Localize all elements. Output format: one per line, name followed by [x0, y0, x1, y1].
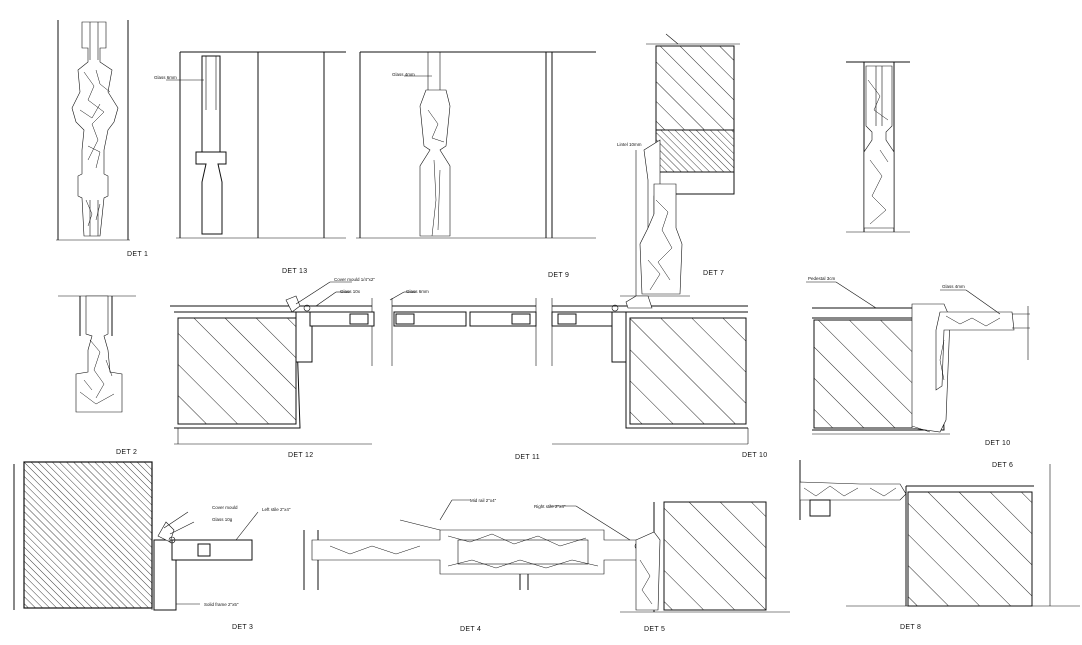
note-right-stile: Right stile 2"x4" — [534, 504, 566, 509]
det-6-label: DET 6 — [992, 462, 1013, 469]
det-10-section: Pedestal 3cm Glass 4mm DET 10 — [806, 276, 1030, 447]
det-8-label: DET 8 — [900, 624, 921, 631]
note-glass-4mm: Glass 4mm — [392, 72, 415, 77]
det-7-section: Lintel 10mm DET 7 — [617, 33, 740, 297]
det-3-section: Cover mould Glass 10g Left stile 2"x4" S… — [13, 461, 291, 631]
det-9-label: DET 9 — [548, 272, 569, 279]
det-5-label: DET 5 — [644, 626, 665, 633]
det-10-label-a: DET 10 — [742, 452, 767, 459]
note-glass-10x: Glass 10x — [340, 289, 361, 294]
note-glass-6mm: Glass 6mm — [154, 75, 177, 80]
det-1-section: DET 1 — [56, 20, 148, 258]
note-glass-10g: Glass 10g — [212, 517, 233, 522]
det-9-section: Glass 4mm — [356, 51, 596, 239]
det-13-section: Glass 6mm — [154, 51, 346, 239]
note-cover-mould-b: Cover mould — [212, 505, 238, 510]
det-11-label: DET 11 — [515, 454, 540, 461]
note-frame: Solid frame 2"x5" — [204, 602, 239, 607]
note-mid-rail: Mid rail 2"x4" — [470, 498, 497, 503]
note-left-stile: Left stile 2"x4" — [262, 507, 291, 512]
note-glass-right: Glass 4mm — [942, 284, 965, 289]
det-2-label: DET 2 — [116, 449, 137, 456]
det-5-section: DET 5 — [620, 501, 790, 633]
note-pelmet: Pedestal 3cm — [808, 276, 836, 281]
det-12-label: DET 12 — [288, 452, 313, 459]
det-12-11-section: Cover mould 1/4"x2" Glass 10x Glass 6mm … — [170, 277, 767, 461]
det-4-section: Mid rail 2"x4" Right stile 2"x4" DET 4 — [303, 498, 642, 633]
det-6-8-section: DET 6 DET 8 — [799, 460, 1080, 631]
note-glass-6mm-b: Glass 6mm — [406, 289, 429, 294]
det-1-label: DET 1 — [127, 251, 148, 258]
det-4-label: DET 4 — [460, 626, 481, 633]
note-lintel: Lintel 10mm — [617, 142, 642, 147]
det-3-label: DET 3 — [232, 624, 253, 631]
det-6-upper-section — [846, 61, 910, 233]
det-13-label: DET 13 — [282, 268, 307, 275]
det-2-section: DET 2 — [58, 295, 137, 456]
det-10-label-b: DET 10 — [985, 440, 1010, 447]
det-7-label: DET 7 — [703, 270, 724, 277]
note-cover-mould: Cover mould 1/4"x2" — [334, 277, 375, 282]
